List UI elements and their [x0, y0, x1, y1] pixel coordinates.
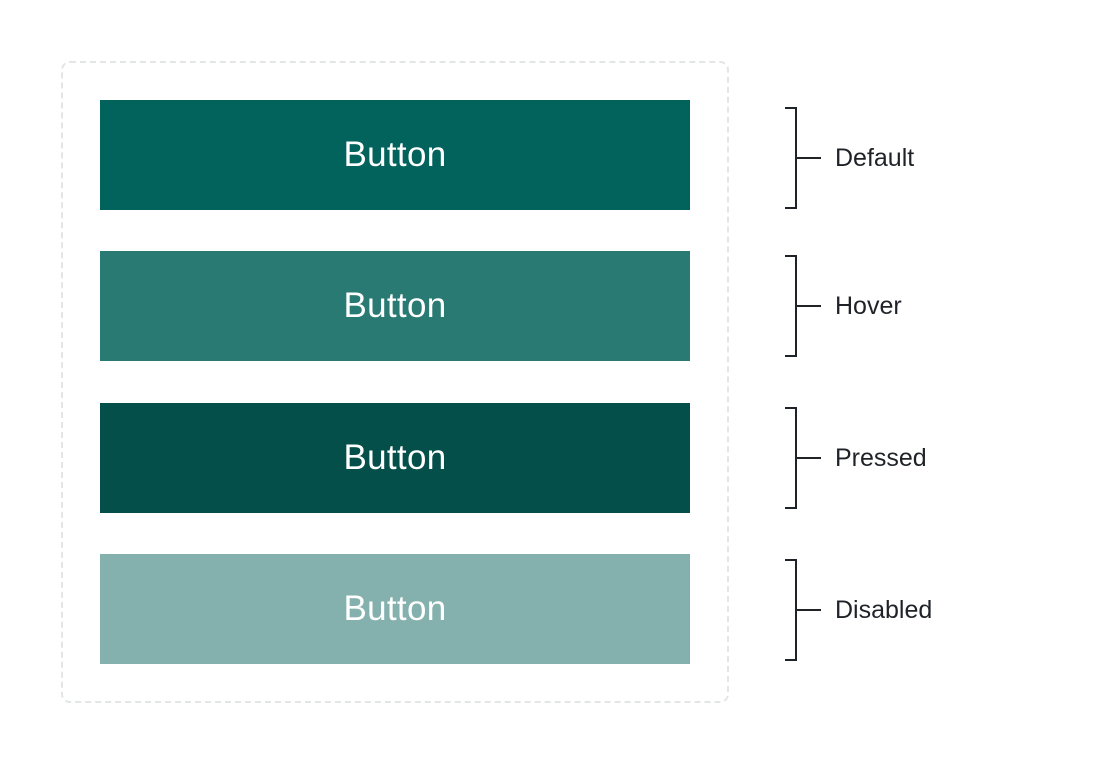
state-label-disabled: Disabled [835, 596, 933, 624]
state-label-pressed: Pressed [835, 444, 927, 472]
state-label-hover: Hover [835, 292, 902, 320]
bracket-pressed [785, 407, 797, 509]
bracket-hover [785, 255, 797, 357]
bracket-tick-disabled [797, 609, 821, 611]
bracket-disabled [785, 559, 797, 661]
component-frame [61, 61, 729, 703]
button-hover[interactable]: Button [100, 251, 690, 361]
button-default[interactable]: Button [100, 100, 690, 210]
button-disabled: Button [100, 554, 690, 664]
bracket-default [785, 107, 797, 209]
bracket-tick-pressed [797, 457, 821, 459]
bracket-tick-default [797, 157, 821, 159]
bracket-tick-hover [797, 305, 821, 307]
button-pressed[interactable]: Button [100, 403, 690, 513]
state-label-default: Default [835, 144, 915, 172]
